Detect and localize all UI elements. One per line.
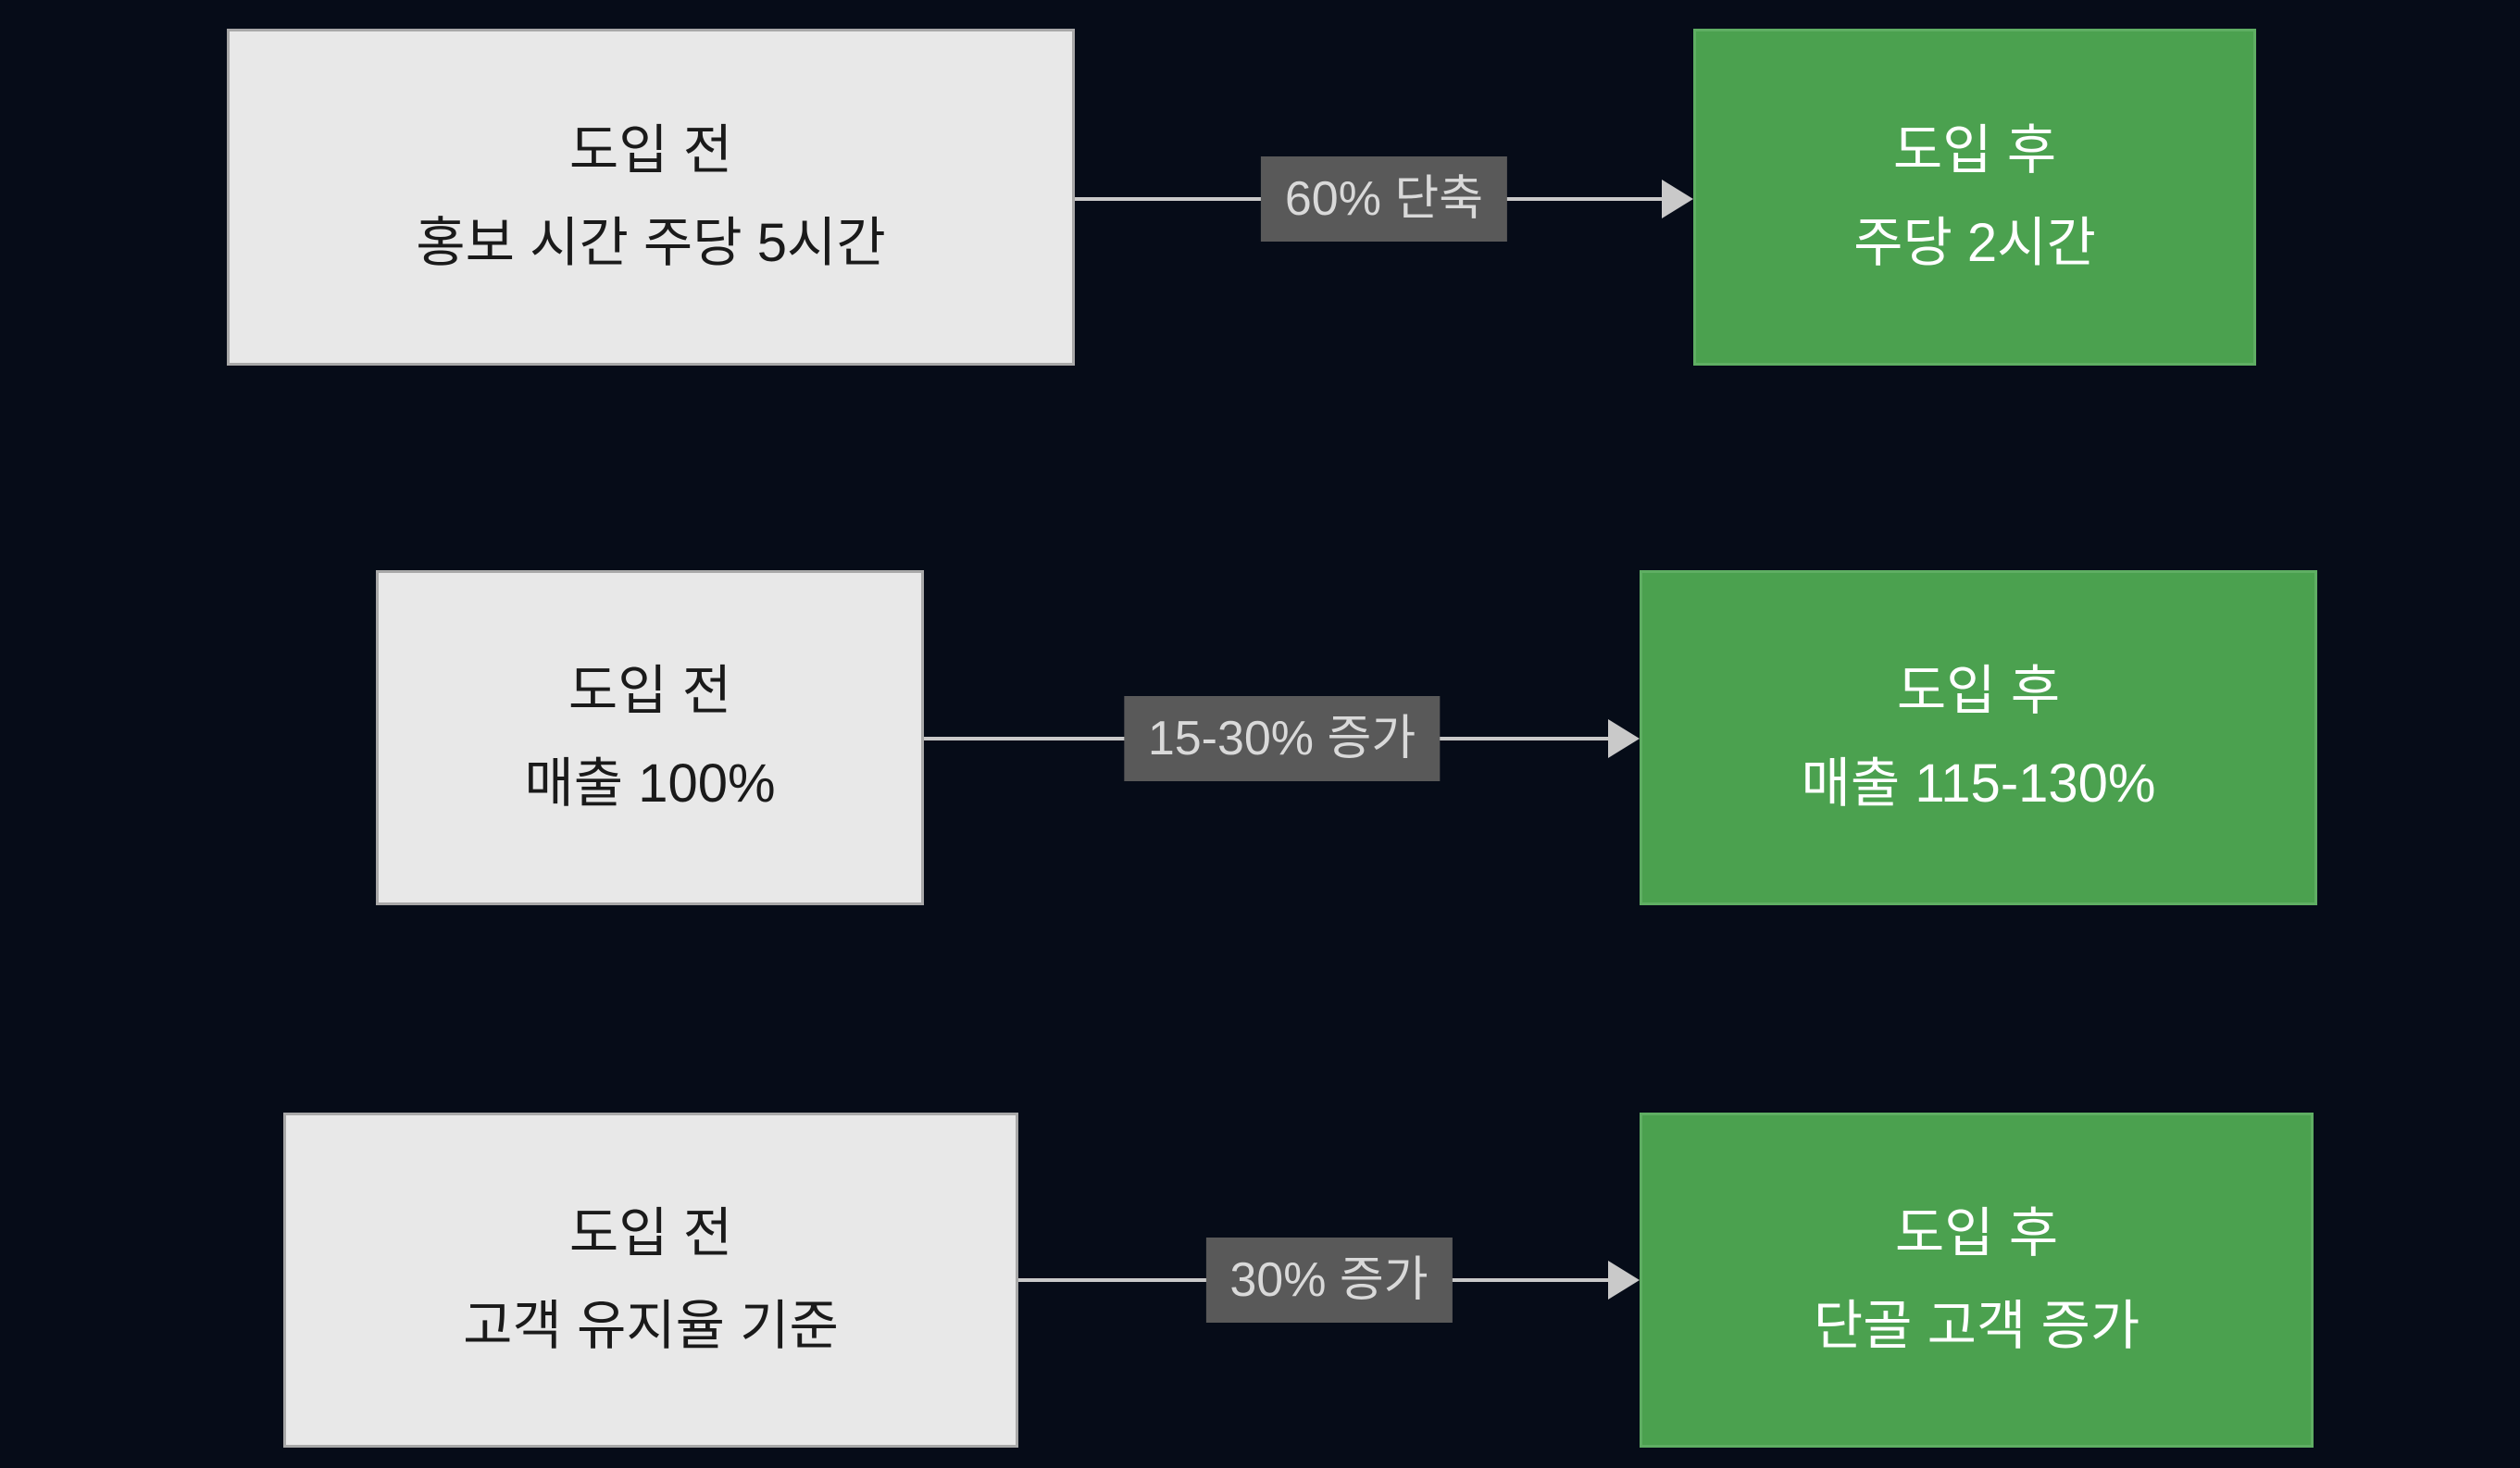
after-box-revenue-line-2: 매출 115-130%: [1801, 753, 2156, 814]
after-box-revenue-line-1: 도입 후: [1896, 661, 2061, 722]
connector-revenue: 15-30% 증가: [924, 692, 1640, 785]
after-box-revenue: 도입 후 매출 115-130%: [1640, 570, 2317, 905]
before-box-pr-time-line-1: 도입 전: [568, 120, 733, 181]
after-box-pr-time: 도입 후 주당 2시간: [1693, 29, 2256, 366]
before-box-revenue-line-1: 도입 전: [568, 661, 732, 722]
connector-pr-time: 60% 단축: [1075, 153, 1693, 245]
after-box-retention: 도입 후 단골 고객 증가: [1640, 1113, 2314, 1448]
before-box-revenue: 도입 전 매출 100%: [376, 570, 924, 905]
after-box-pr-time-line-1: 도입 후: [1892, 120, 2057, 181]
after-box-pr-time-line-2: 주당 2시간: [1853, 213, 2096, 273]
before-box-retention-line-1: 도입 전: [568, 1203, 733, 1264]
arrow-label-pr-time: 60% 단축: [1260, 156, 1508, 242]
after-box-retention-line-1: 도입 후: [1894, 1203, 2059, 1264]
arrow-label-retention: 30% 증가: [1205, 1238, 1453, 1323]
after-box-retention-line-2: 단골 고객 증가: [1813, 1296, 2140, 1356]
connector-retention: 30% 증가: [1018, 1234, 1640, 1326]
arrow-right-icon: [1608, 719, 1640, 758]
before-box-revenue-line-2: 매출 100%: [524, 753, 776, 814]
arrow-right-icon: [1662, 180, 1693, 218]
before-box-retention-line-2: 고객 유지율 기준: [463, 1296, 839, 1356]
before-box-pr-time: 도입 전 홍보 시간 주당 5시간: [227, 29, 1075, 366]
before-box-pr-time-line-2: 홍보 시간 주당 5시간: [416, 213, 886, 273]
arrow-right-icon: [1608, 1261, 1640, 1300]
arrow-label-revenue: 15-30% 증가: [1123, 696, 1441, 781]
before-box-retention: 도입 전 고객 유지율 기준: [283, 1113, 1018, 1448]
